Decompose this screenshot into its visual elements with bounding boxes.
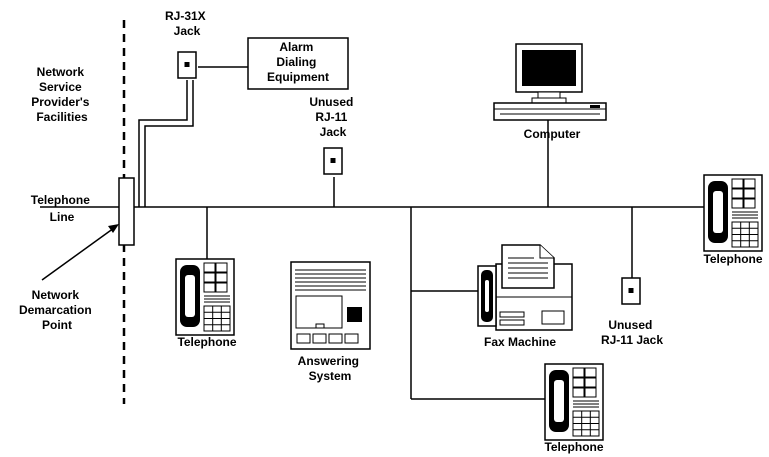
answering-machine-icon — [290, 261, 371, 350]
label-rj31x-jack: RJ-31X Jack — [165, 9, 209, 38]
telephone-left-icon — [175, 258, 235, 336]
unused-rj11-jack-top-icon — [323, 147, 343, 175]
label-fax-machine: Fax Machine — [484, 335, 556, 349]
label-unused-rj11-bottom: Unused RJ-11 Jack — [601, 318, 663, 347]
label-alarm-dialing: Alarm Dialing Equipment — [267, 40, 329, 84]
label-telephone-bottom: Telephone — [544, 440, 603, 454]
label-network-provider: Network Service Provider's Facilities — [31, 65, 93, 124]
telephone-bottom-icon — [544, 363, 604, 441]
fax-machine-icon — [477, 244, 573, 331]
label-telephone-right: Telephone — [703, 252, 762, 266]
alarm-dialing-box — [247, 37, 349, 90]
label-telephone-line: Telephone Line — [31, 193, 93, 224]
computer-icon — [493, 43, 607, 121]
rj31x-jack-icon — [177, 51, 197, 79]
demarcation-box — [118, 177, 135, 246]
telephone-right-icon — [703, 174, 763, 252]
label-computer: Computer — [524, 127, 581, 141]
label-unused-rj11-top: Unused RJ-11 Jack — [309, 95, 356, 139]
wiring — [40, 66, 704, 400]
unused-rj11-jack-bottom-icon — [621, 277, 641, 305]
label-demarcation-point: Network Demarcation Point — [19, 288, 95, 332]
label-telephone-left: Telephone — [177, 335, 236, 349]
label-answering-system: Answering System — [298, 354, 363, 383]
arrow-icon — [41, 224, 119, 281]
